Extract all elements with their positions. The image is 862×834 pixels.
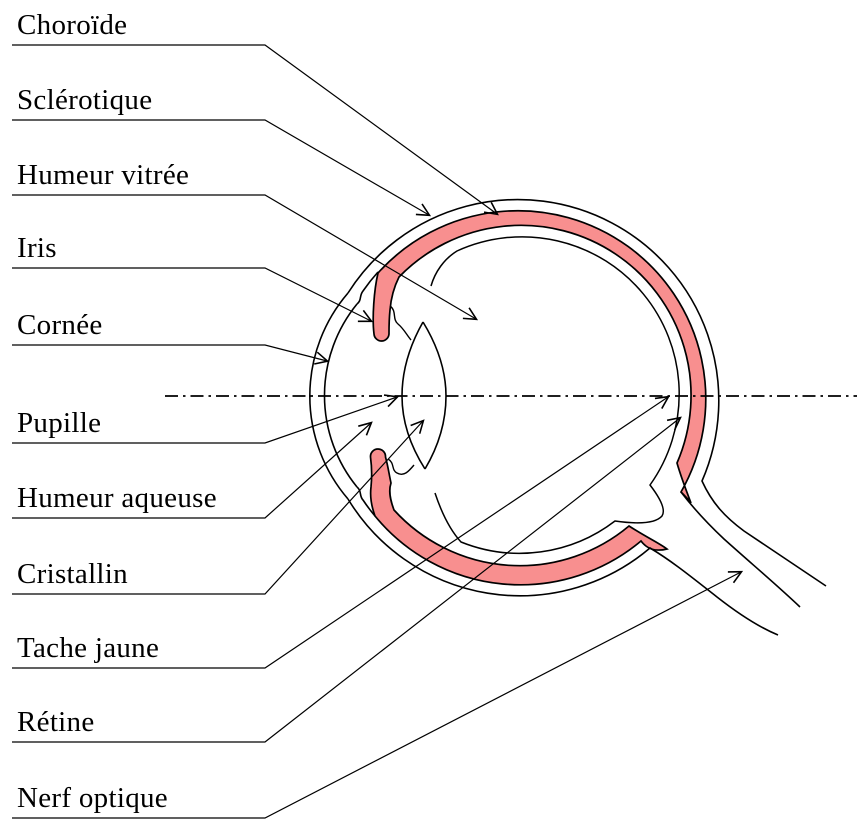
leader-humeur-vitree xyxy=(12,194,479,321)
leader-humeur-aqueuse xyxy=(12,421,373,519)
limbus-lower-junction xyxy=(356,486,376,517)
leader-cornee xyxy=(12,344,330,365)
choroid-upper-layer xyxy=(372,209,707,504)
zonule-lower xyxy=(387,458,415,475)
leader-nerf-optique xyxy=(12,570,744,819)
sclera-outer-lower xyxy=(347,498,779,636)
choroid-lower-layer xyxy=(369,448,669,586)
sclera-outer-upper xyxy=(347,198,827,587)
zonule-upper xyxy=(389,305,412,341)
leader-iris xyxy=(12,267,374,323)
label-tache-jaune: Tache jaune xyxy=(17,632,160,664)
label-iris: Iris xyxy=(17,232,57,264)
eye-outline-group xyxy=(309,198,827,636)
label-humeur-vitree: Humeur vitrée xyxy=(17,159,190,191)
leader-sclerotique xyxy=(12,119,432,217)
limbus-upper-junction xyxy=(356,271,379,305)
leader-retine xyxy=(12,416,682,743)
label-humeur-aqueuse: Humeur aqueuse xyxy=(17,482,217,514)
label-sclerotique: Sclérotique xyxy=(17,84,153,116)
label-retine: Rétine xyxy=(17,706,95,738)
retina-layer xyxy=(430,236,680,555)
label-pupille: Pupille xyxy=(17,407,102,439)
leader-choroide xyxy=(12,44,499,216)
leader-lines-group xyxy=(12,44,744,819)
leader-pupille xyxy=(12,394,400,444)
label-cornee: Cornée xyxy=(17,309,103,341)
label-choroide: Choroïde xyxy=(17,9,128,41)
sclera-inner-nerve-wall xyxy=(680,491,801,608)
label-nerf-optique: Nerf optique xyxy=(17,782,168,814)
label-cristallin: Cristallin xyxy=(17,558,128,590)
leader-cristallin xyxy=(12,419,425,595)
cornea-outer-surface xyxy=(309,292,349,500)
leader-tache-jaune xyxy=(12,395,670,669)
